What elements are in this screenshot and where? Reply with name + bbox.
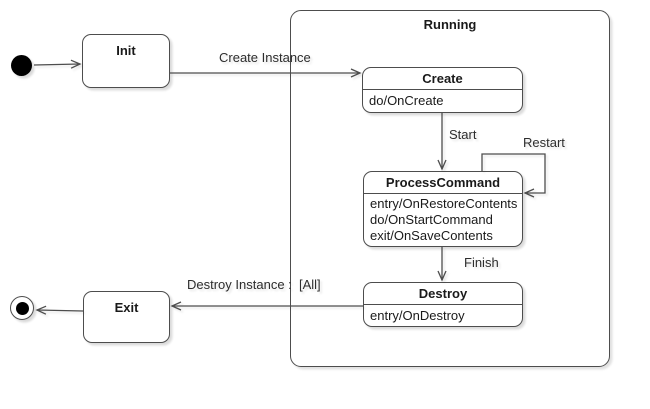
composite-state-running-title: Running [423, 17, 477, 32]
state-destroy-activities: entry/OnDestroy [364, 305, 522, 325]
state-process-command-title: ProcessCommand [364, 172, 522, 194]
transition-initial-to-init-arrow[interactable] [33, 59, 82, 69]
initial-state-icon[interactable] [11, 55, 32, 76]
state-init-title: Init [116, 43, 136, 58]
state-create-title: Create [363, 68, 522, 90]
activity-do-oncreate: do/OnCreate [369, 93, 444, 108]
final-state-icon[interactable] [10, 296, 34, 320]
state-destroy[interactable]: Destroy entry/OnDestroy [363, 282, 523, 327]
activity-entry-onrestorecontents: entry/OnRestoreContents [370, 196, 518, 211]
transition-label-restart[interactable]: Restart [523, 135, 565, 150]
transition-label-destroy-instance[interactable]: Destroy Instance : [All] [187, 277, 321, 292]
state-process-command-activities: entry/OnRestoreContents do/OnStartComman… [364, 194, 522, 244]
state-process-command[interactable]: ProcessCommand entry/OnRestoreContents d… [363, 171, 523, 247]
state-exit[interactable]: Exit [83, 291, 170, 343]
transition-label-create-instance[interactable]: Create Instance [219, 50, 311, 65]
transition-label-finish[interactable]: Finish [464, 255, 499, 270]
activity-entry-ondestroy: entry/OnDestroy [370, 308, 465, 323]
state-exit-title: Exit [114, 300, 139, 315]
final-state-inner-dot [15, 301, 29, 315]
state-destroy-title: Destroy [364, 283, 522, 305]
transition-exit-to-final-arrow[interactable] [35, 305, 84, 315]
activity-do-onstartcommand: do/OnStartCommand [370, 212, 493, 227]
transition-restart-self-loop-arrow[interactable] [481, 153, 546, 198]
state-create[interactable]: Create do/OnCreate [362, 67, 523, 113]
state-create-activities: do/OnCreate [363, 90, 522, 110]
activity-exit-onsavecontents: exit/OnSaveContents [370, 228, 493, 243]
state-init[interactable]: Init [82, 34, 170, 88]
transition-label-start[interactable]: Start [449, 127, 477, 142]
